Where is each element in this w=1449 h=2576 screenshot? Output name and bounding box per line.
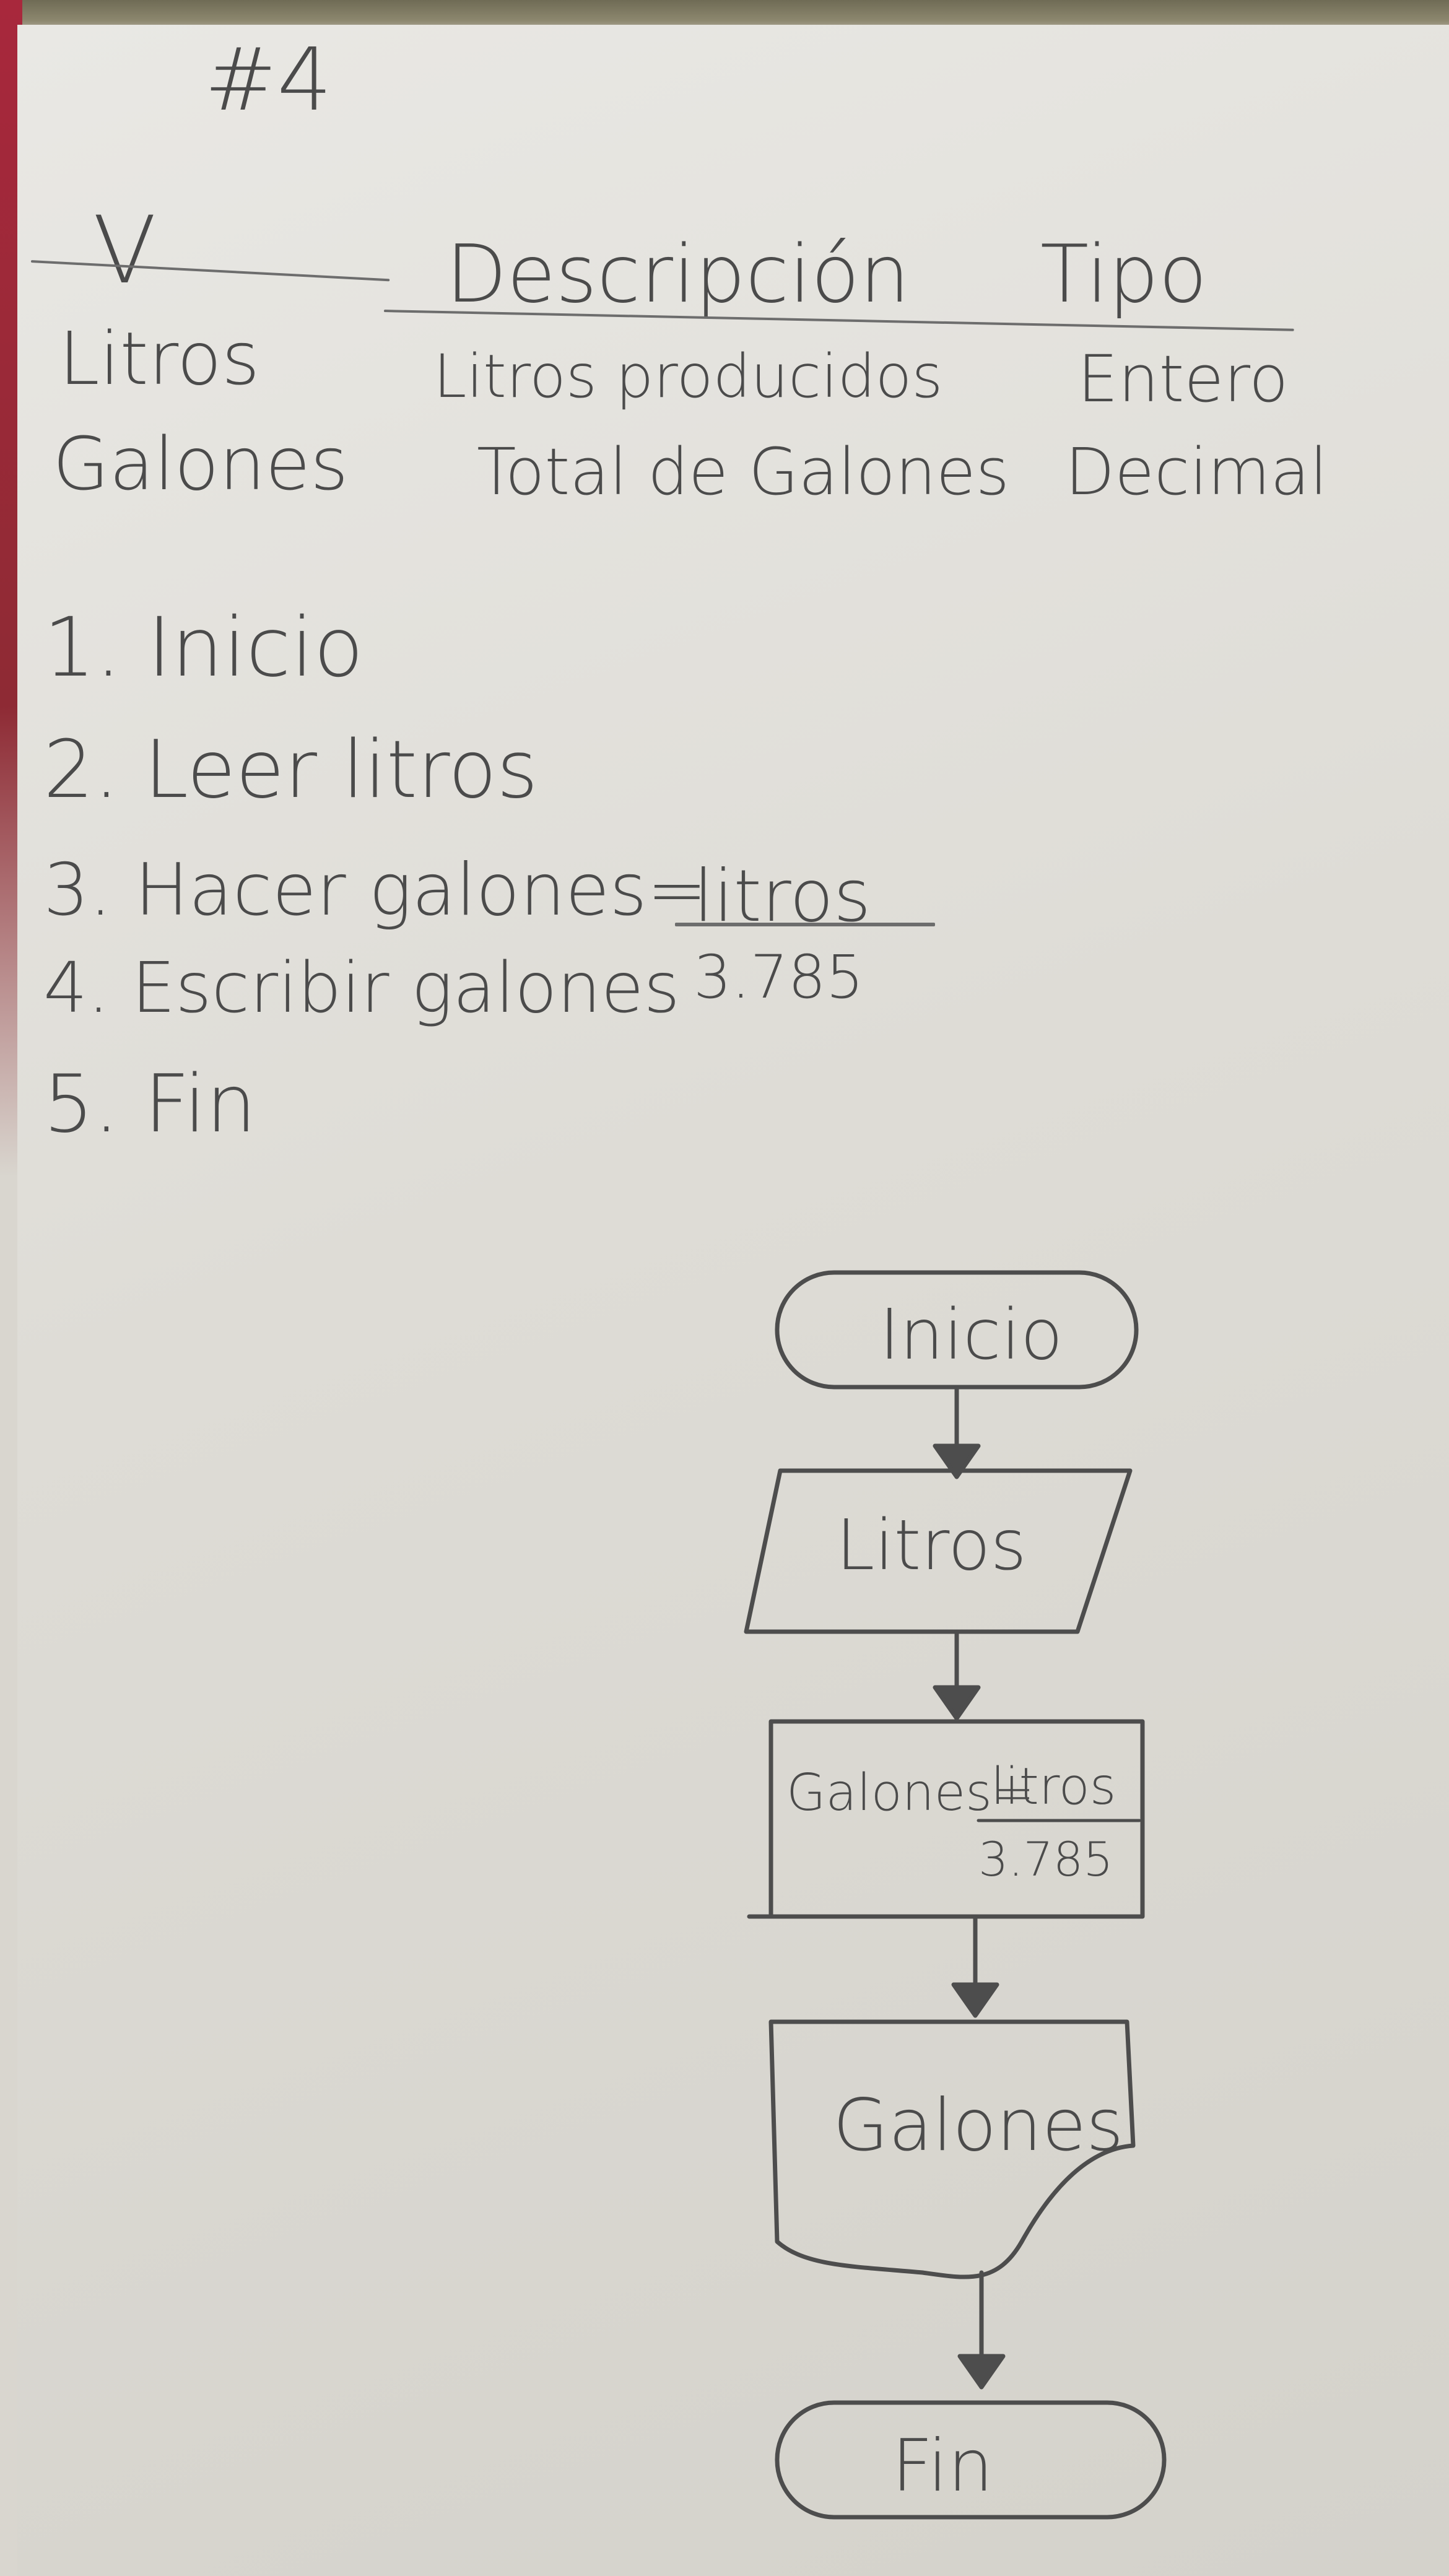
table-cell: Galones (53, 421, 349, 507)
step-item: 1. Inicio (43, 600, 364, 695)
output-label: Galones (833, 2084, 1124, 2167)
step-item: 3. Hacer galones= (43, 848, 707, 932)
input-label: Litros (836, 1505, 1027, 1586)
step-item: 2. Leer litros (43, 724, 538, 816)
formula-numerator: litros (694, 855, 871, 938)
flow-arrowhead (957, 2354, 1006, 2390)
table-cell: Litros producidos (433, 342, 943, 411)
step-item: 4. Escribir galones (43, 948, 680, 1029)
flow-arrowhead (933, 1443, 981, 1479)
process-denominator: 3.785 (978, 1832, 1113, 1887)
formula-fraction-bar (675, 923, 935, 926)
exercise-number: #4 (204, 30, 333, 131)
input-parallelogram (744, 1468, 1133, 1634)
notebook-page (17, 25, 1449, 2576)
flow-arrowhead (951, 1982, 999, 2018)
table-header-variable: V (93, 197, 157, 305)
output-document (768, 2019, 1136, 2279)
end-terminal-label: Fin (892, 2424, 994, 2508)
end-terminal (775, 2400, 1167, 2520)
process-numerator: litros (991, 1757, 1116, 1816)
table-header-type: Tipo (1040, 228, 1208, 321)
process-box (768, 1719, 1145, 1919)
flow-arrowhead (933, 1685, 981, 1721)
table-cell: Entero (1077, 341, 1289, 417)
formula-denominator: 3.785 (694, 942, 864, 1012)
table-header-description: Descripción (446, 228, 910, 321)
table-cell: Decimal (1065, 434, 1328, 510)
start-terminal-label: Inicio (879, 1295, 1063, 1375)
table-cell: Litros (59, 316, 260, 401)
process-label: Galones= (786, 1764, 1035, 1822)
table-cell: Total de Galones (477, 434, 1009, 510)
step-item: 5. Fin (43, 1058, 256, 1151)
